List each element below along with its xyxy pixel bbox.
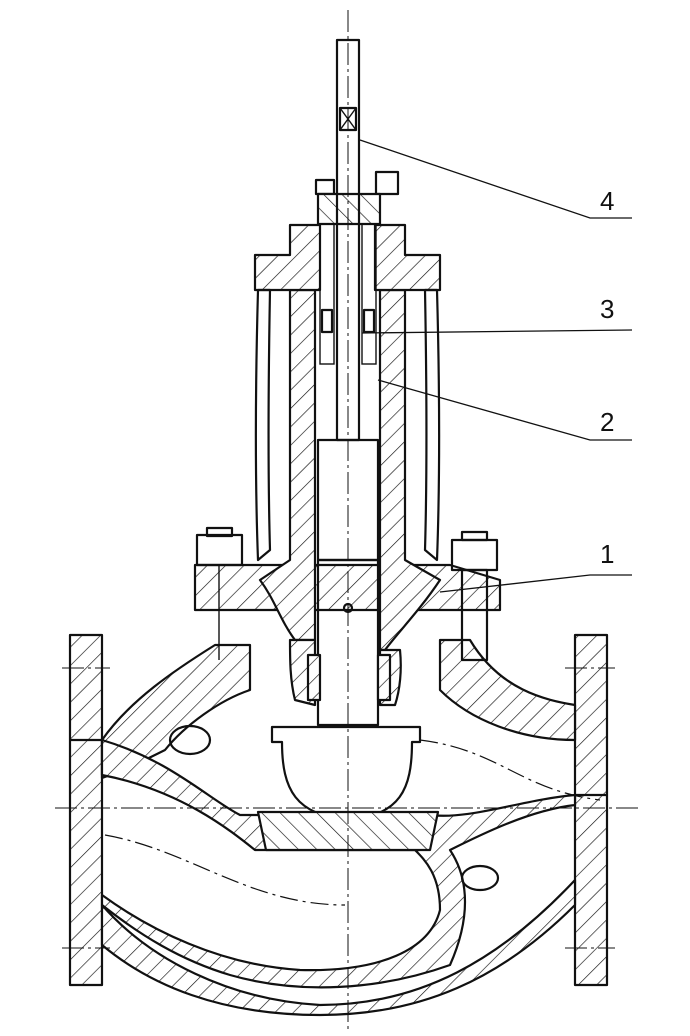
gland-follower [316, 192, 382, 226]
packing-set [319, 223, 377, 365]
body-cavity-right [460, 864, 500, 892]
body-cavity-left [168, 724, 212, 756]
body-wall-lower [100, 878, 577, 1017]
body-inner-wall [100, 738, 577, 989]
guide-bushing-right [376, 653, 392, 702]
guide-bushing-left [306, 653, 322, 702]
yoke-rib-right [423, 288, 441, 562]
callout-label-2: 2 [600, 407, 614, 437]
nut-washer-left [205, 526, 234, 538]
flow-line-outlet [419, 739, 601, 801]
nut-right [450, 538, 499, 572]
flow-line-inlet [104, 834, 346, 906]
nut-washer-right [460, 530, 489, 542]
valve-body [68, 633, 609, 1017]
bolts [195, 170, 499, 662]
packing-right [361, 223, 377, 365]
callouts: 1 2 3 4 [359, 139, 633, 593]
bonnet-top-collar-right [373, 223, 442, 292]
body-wall-upper-right [438, 638, 577, 742]
packing-left [319, 223, 335, 365]
callout-label-1: 1 [600, 539, 614, 569]
bonnet-top-collar [253, 223, 322, 292]
leader-2 [377, 379, 632, 441]
valve-plug [270, 725, 422, 822]
yoke-rib-left [254, 288, 272, 562]
lantern-ring-left [320, 308, 334, 334]
lantern-ring-right [362, 308, 376, 334]
leader-4 [359, 139, 632, 219]
nut-left [195, 533, 244, 567]
callout-label-3: 3 [600, 294, 614, 324]
left-flange [68, 633, 104, 987]
bonnet [193, 223, 502, 707]
leader-1 [439, 574, 632, 593]
leader-3 [361, 329, 633, 334]
right-flange [573, 633, 609, 987]
gland-nut [374, 170, 400, 196]
stud-right [460, 568, 489, 662]
gland-nut-left [314, 178, 336, 196]
callout-label-4: 4 [600, 186, 614, 216]
